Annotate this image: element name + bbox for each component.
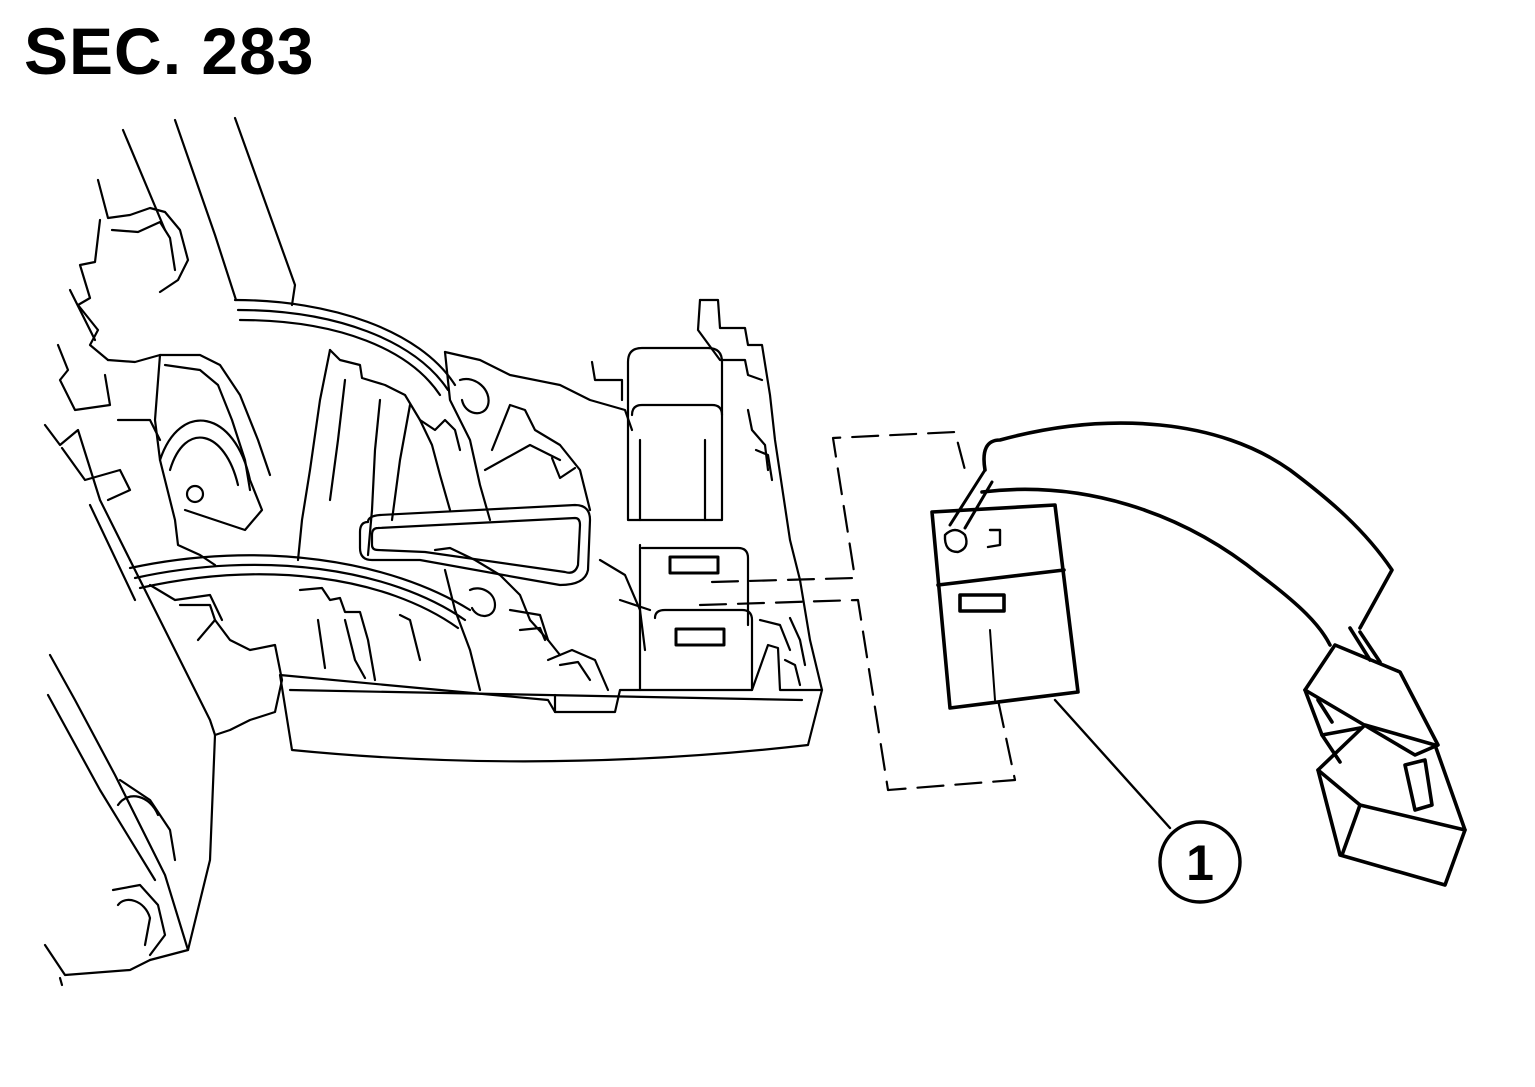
harness-connector-plug: [1303, 643, 1467, 887]
part-boundary-dashed: [698, 430, 1017, 792]
callout-number: 1: [1186, 835, 1214, 891]
callout-leader-line: [1053, 698, 1172, 830]
console-panel: [278, 298, 824, 763]
relay-module-part-1: [930, 468, 1080, 710]
callout-1: 1: [1053, 698, 1242, 904]
wire-harness: [980, 421, 1394, 664]
dashboard-frame: [43, 116, 472, 987]
callout-circle: [1158, 820, 1242, 904]
section-title: SEC. 283: [24, 14, 315, 88]
